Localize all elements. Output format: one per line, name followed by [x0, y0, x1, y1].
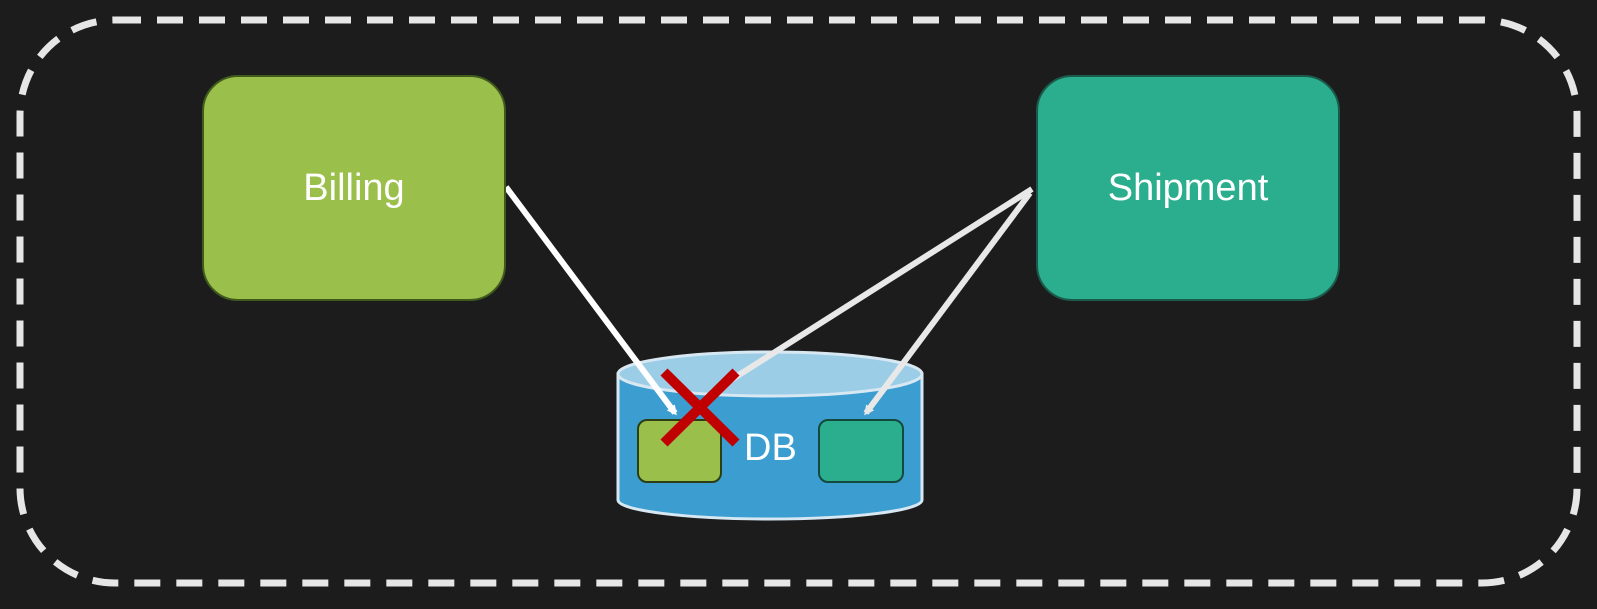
billing-table	[637, 419, 722, 483]
billing-service-box: Billing	[202, 75, 506, 301]
shipment-service-box: Shipment	[1036, 75, 1340, 301]
shipment-to-shipment-table-arrow	[863, 191, 1033, 416]
database-label: DB	[744, 427, 797, 469]
system-boundary	[16, 16, 1581, 587]
billing-to-billing-table-arrow	[503, 185, 678, 416]
billing-service-label: Billing	[303, 166, 405, 209]
shipment-table	[818, 419, 904, 483]
blocked-access-cross-icon	[660, 368, 740, 447]
shipment-to-billing-table-arrow	[710, 186, 1034, 395]
shipment-service-label: Shipment	[1107, 166, 1269, 209]
